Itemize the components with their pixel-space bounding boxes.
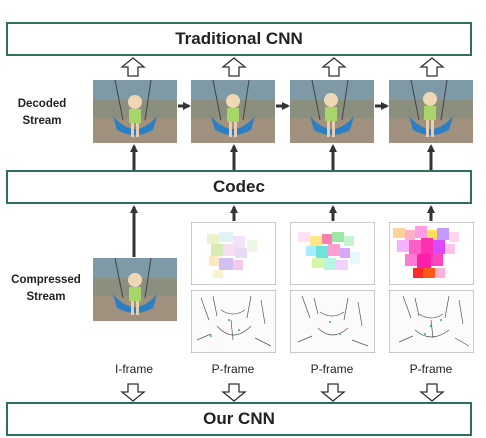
motion-vector-image-2: [290, 222, 375, 285]
decoded-frame-3: [290, 80, 374, 143]
decoded-frame-4: [389, 80, 473, 143]
hollow-up-arrow-icon: [221, 57, 247, 77]
decoded-frame-2: [191, 80, 275, 143]
traditional-cnn-label: Traditional CNN: [175, 29, 303, 48]
hollow-up-arrow-icon: [321, 57, 347, 77]
motion-vector-image-1: [191, 222, 276, 285]
frame-type-label-3: P-frame: [310, 362, 354, 376]
residual-image-3: [389, 290, 474, 353]
motion-vector-image-3: [389, 222, 474, 285]
hollow-arrows-top: [120, 57, 445, 77]
hollow-arrows-bottom: [120, 383, 445, 402]
frame-type-label-4: P-frame: [409, 362, 453, 376]
frame-type-label-2: P-frame: [211, 362, 255, 376]
hollow-down-arrow-icon: [221, 383, 247, 402]
our-cnn-box: Our CNN: [6, 402, 472, 436]
decoded-frame-1: [93, 80, 177, 143]
codec-label: Codec: [213, 177, 265, 196]
codec-box: Codec: [6, 170, 472, 204]
residual-image-2: [290, 290, 375, 353]
traditional-cnn-box: Traditional CNN: [6, 22, 472, 56]
decoded-stream-label: Decoded Stream: [14, 96, 70, 130]
compressed-label-line1: Compressed: [11, 274, 81, 286]
hollow-down-arrow-icon: [120, 383, 146, 402]
decoded-label-line2: Stream: [22, 115, 62, 127]
i-frame-image: [93, 258, 177, 321]
hollow-down-arrow-icon: [320, 383, 346, 402]
hollow-down-arrow-icon: [419, 383, 445, 402]
compressed-stream-label: Compressed Stream: [6, 272, 86, 306]
hollow-up-arrow-icon: [419, 57, 445, 77]
hollow-up-arrow-icon: [120, 57, 146, 77]
residual-image-1: [191, 290, 276, 353]
compressed-label-line2: Stream: [26, 291, 66, 303]
frame-type-label-1: I-frame: [114, 362, 153, 376]
decoded-label-line1: Decoded: [17, 98, 67, 110]
our-cnn-label: Our CNN: [203, 409, 275, 428]
